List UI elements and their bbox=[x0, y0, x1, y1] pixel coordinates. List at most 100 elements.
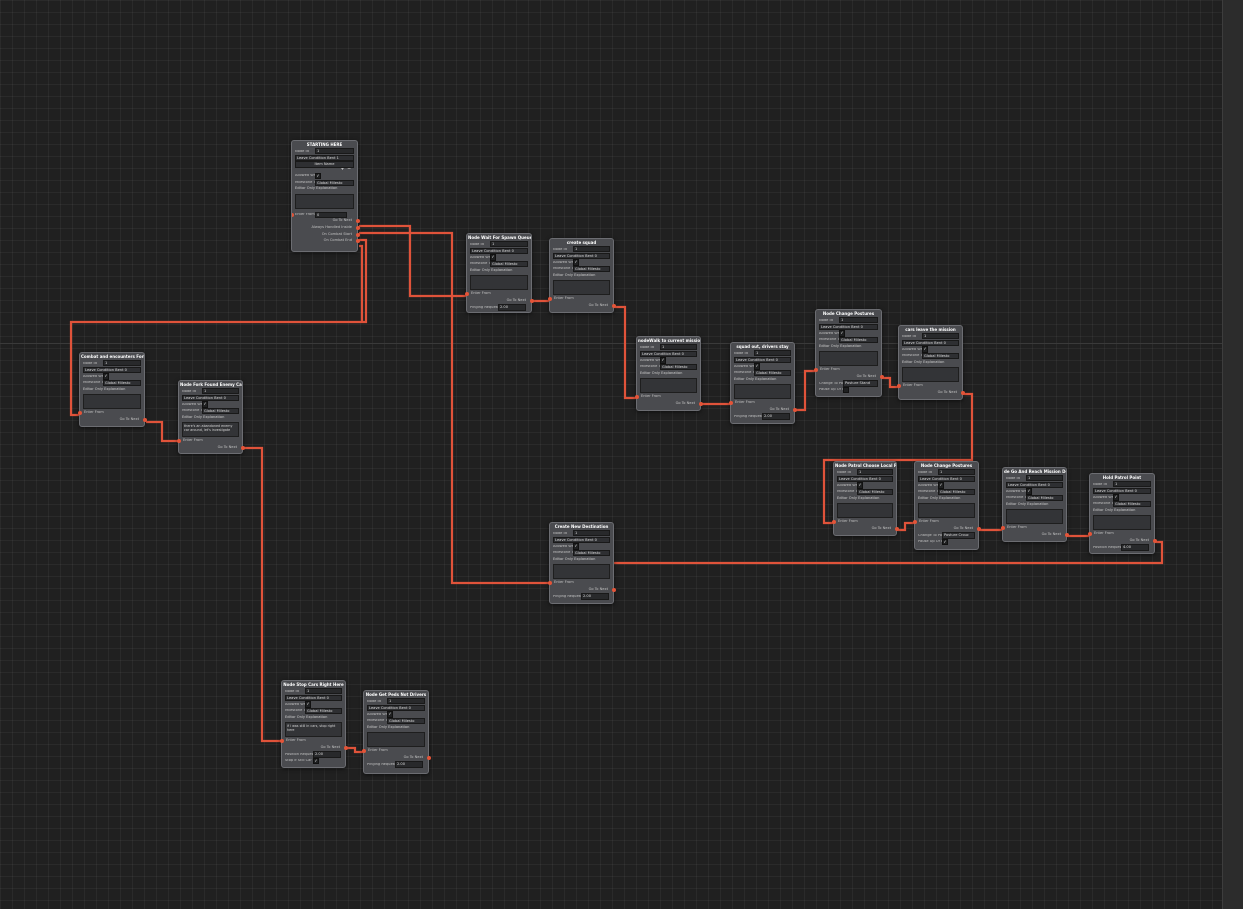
leave-condition-dropdown[interactable]: Leave Condition Bent 0 bbox=[553, 252, 610, 259]
enter-port[interactable] bbox=[464, 292, 469, 297]
node-id-field[interactable]: 1 bbox=[938, 469, 975, 476]
allowed-when-checkbox[interactable]: ✓ bbox=[305, 701, 312, 708]
enter-port[interactable] bbox=[1000, 526, 1005, 531]
explanation-field[interactable]: if i was still in cars, stop right here bbox=[285, 721, 342, 737]
remove-button[interactable]: − bbox=[347, 167, 351, 173]
enter-port[interactable] bbox=[1087, 532, 1092, 537]
leave-condition-dropdown[interactable]: Leave Condition Bent 0 bbox=[837, 475, 893, 482]
leave-condition-dropdown[interactable]: Leave Condition Bent 0 bbox=[285, 694, 342, 701]
output-port[interactable] bbox=[355, 232, 360, 237]
node-walk-to-current-destination[interactable]: nodeWalk to current missiondestination N… bbox=[634, 336, 703, 411]
add-button[interactable]: + bbox=[340, 167, 345, 173]
leave-condition-dropdown[interactable]: Leave Condition Bent 0 bbox=[182, 394, 239, 401]
explanation-field[interactable] bbox=[553, 279, 610, 295]
output-port[interactable] bbox=[698, 401, 703, 406]
allowed-when-checkbox[interactable]: ✓ bbox=[754, 363, 761, 370]
explanation-field[interactable]: there's an abandoned enemy car around, l… bbox=[182, 421, 239, 437]
node-id-field[interactable]: 1 bbox=[839, 317, 878, 324]
leave-condition-dropdown[interactable]: Leave Condition Bent 0 bbox=[367, 704, 425, 711]
allowed-when-checkbox[interactable]: ✓ bbox=[1026, 488, 1033, 495]
allowed-when-checkbox[interactable]: ✓ bbox=[573, 259, 580, 266]
output-port[interactable] bbox=[240, 445, 245, 450]
position-request-field[interactable]: 2.00 bbox=[313, 751, 341, 758]
milestone-dropdown[interactable]: Global Milesto bbox=[202, 407, 239, 415]
milestone-dropdown[interactable]: Global Milesto bbox=[754, 369, 791, 377]
posture-dropdown[interactable]: Posture Crouc bbox=[942, 532, 975, 539]
allowed-when-checkbox[interactable]: ✓ bbox=[103, 373, 110, 380]
milestone-dropdown[interactable]: Global Milesto bbox=[305, 707, 342, 715]
output-port[interactable] bbox=[426, 755, 431, 760]
leave-condition-dropdown[interactable]: Leave Condition Bent 0 bbox=[640, 350, 697, 357]
node-id-field[interactable]: 1 bbox=[305, 688, 342, 695]
explanation-field[interactable] bbox=[918, 502, 975, 518]
explanation-field[interactable] bbox=[819, 350, 878, 366]
output-port[interactable] bbox=[343, 745, 348, 750]
allowed-when-checkbox[interactable]: ✓ bbox=[315, 172, 322, 180]
leave-condition-dropdown[interactable]: Leave Condition Bent 0 bbox=[1093, 487, 1151, 494]
explanation-field[interactable] bbox=[640, 377, 697, 393]
allowed-when-checkbox[interactable]: ✓ bbox=[938, 482, 945, 489]
pinging-field[interactable]: 2.00 bbox=[498, 304, 526, 311]
explanation-field[interactable] bbox=[734, 383, 791, 399]
node-id-field[interactable]: 1 bbox=[315, 148, 354, 155]
enter-port[interactable] bbox=[547, 581, 552, 586]
explanation-field[interactable] bbox=[367, 731, 425, 747]
explanation-field[interactable] bbox=[295, 193, 354, 209]
milestone-dropdown[interactable]: Global Milesto bbox=[103, 379, 141, 387]
milestone-dropdown[interactable]: Global Milesto bbox=[573, 265, 610, 273]
enter-port[interactable] bbox=[547, 297, 552, 302]
milestone-dropdown[interactable]: Global Milesto bbox=[490, 260, 528, 268]
allowed-when-checkbox[interactable]: ✓ bbox=[660, 357, 667, 364]
node-id-field[interactable]: 1 bbox=[754, 350, 791, 357]
pinging-field[interactable]: 2.00 bbox=[395, 761, 423, 768]
leave-condition-dropdown[interactable]: Leave Condition Bent 0 bbox=[1006, 481, 1063, 488]
stop-if-still-checkbox[interactable]: ✓ bbox=[313, 757, 320, 765]
explanation-field[interactable] bbox=[1093, 514, 1151, 530]
enter-port[interactable] bbox=[813, 368, 818, 373]
explanation-field[interactable] bbox=[1006, 508, 1063, 524]
leave-condition-dropdown[interactable]: Leave Condition Bent 0 bbox=[902, 339, 959, 346]
pause-checkbox[interactable] bbox=[843, 386, 850, 394]
output-port[interactable] bbox=[611, 303, 616, 308]
enter-port[interactable] bbox=[176, 439, 181, 444]
output-port[interactable] bbox=[976, 526, 981, 531]
allowed-when-checkbox[interactable]: ✓ bbox=[490, 254, 497, 261]
node-id-field[interactable]: 1 bbox=[202, 388, 239, 395]
node-id-field[interactable]: 1 bbox=[922, 333, 959, 340]
leave-condition-dropdown[interactable]: Leave Condition Bent 0 bbox=[819, 323, 878, 330]
milestone-dropdown[interactable]: Global Milesto bbox=[660, 363, 697, 371]
leave-condition-dropdown[interactable]: Leave Condition Bent 1 bbox=[295, 154, 354, 161]
enter-port[interactable] bbox=[912, 520, 917, 525]
output-port[interactable] bbox=[355, 219, 360, 224]
item-name-dropdown[interactable]: Item Name bbox=[295, 161, 354, 168]
node-id-field[interactable]: 1 bbox=[490, 241, 528, 248]
enter-port[interactable] bbox=[292, 212, 294, 217]
explanation-field[interactable] bbox=[83, 393, 141, 409]
output-port[interactable] bbox=[529, 298, 534, 303]
enter-port[interactable] bbox=[634, 395, 639, 400]
enter-port[interactable] bbox=[831, 520, 836, 525]
enter-port[interactable] bbox=[361, 749, 366, 754]
node-id-field[interactable]: 1 bbox=[1026, 475, 1063, 482]
enter-port[interactable] bbox=[896, 384, 901, 389]
pause-checkbox[interactable]: ✓ bbox=[942, 538, 949, 546]
enter-port[interactable] bbox=[728, 401, 733, 406]
leave-condition-dropdown[interactable]: Leave Condition Bent 0 bbox=[553, 536, 610, 543]
milestone-dropdown[interactable]: Global Milesto bbox=[839, 336, 878, 344]
allowed-when-checkbox[interactable]: ✓ bbox=[839, 330, 846, 337]
leave-condition-dropdown[interactable]: Leave Condition Bent 0 bbox=[83, 366, 141, 373]
enter-from-field[interactable]: 0 bbox=[315, 211, 347, 218]
milestone-dropdown[interactable]: Global Milesto bbox=[315, 179, 354, 186]
milestone-dropdown[interactable]: Global Milesto bbox=[1026, 494, 1063, 502]
output-port[interactable] bbox=[142, 417, 147, 422]
position-request-field[interactable]: 4.00 bbox=[1121, 544, 1149, 551]
output-port[interactable] bbox=[792, 407, 797, 412]
